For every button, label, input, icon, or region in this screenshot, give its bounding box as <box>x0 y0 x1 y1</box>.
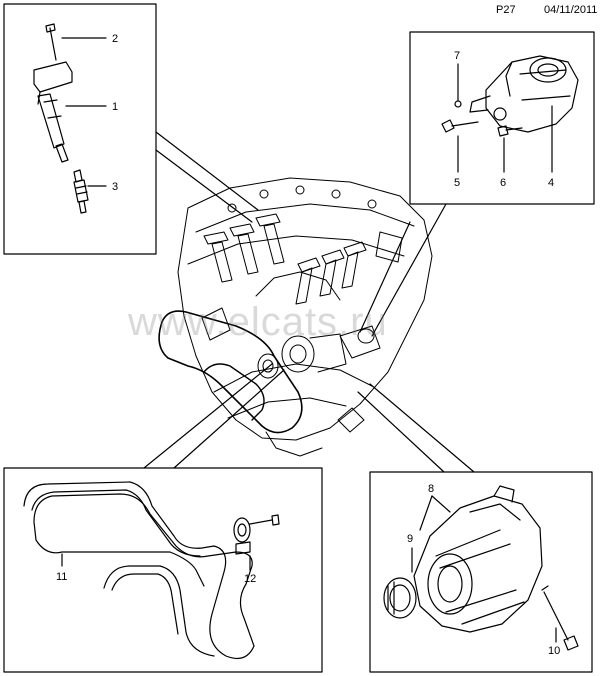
callout-11: 11 <box>56 571 67 583</box>
callout-7: 7 <box>454 50 460 62</box>
watermark: www.elcats.ru <box>128 300 388 344</box>
callout-labels: 2 1 3 7 5 6 4 11 12 8 9 10 <box>56 33 560 657</box>
starter-group <box>441 55 579 137</box>
callout-6: 6 <box>500 177 506 189</box>
callout-9: 9 <box>407 533 413 545</box>
callout-8: 8 <box>428 483 434 495</box>
callout-12: 12 <box>244 573 256 585</box>
callout-3: 3 <box>112 181 118 193</box>
callout-5: 5 <box>454 177 460 189</box>
ignition-coil-group <box>33 23 89 214</box>
detail-box-starter <box>409 31 595 205</box>
callout-4: 4 <box>548 177 554 189</box>
callout-10: 10 <box>548 645 560 657</box>
detail-box-alternator <box>369 471 593 673</box>
detail-box-belt <box>3 467 323 673</box>
page-code: P27 <box>496 4 516 16</box>
alternator-group <box>383 485 579 651</box>
page-date: 04/11/2011 <box>544 4 598 16</box>
callout-1: 1 <box>112 101 118 113</box>
detail-box-ignition <box>3 3 157 255</box>
engine-assembly <box>158 177 433 457</box>
callout-2: 2 <box>112 33 118 45</box>
belt-group <box>23 481 280 659</box>
